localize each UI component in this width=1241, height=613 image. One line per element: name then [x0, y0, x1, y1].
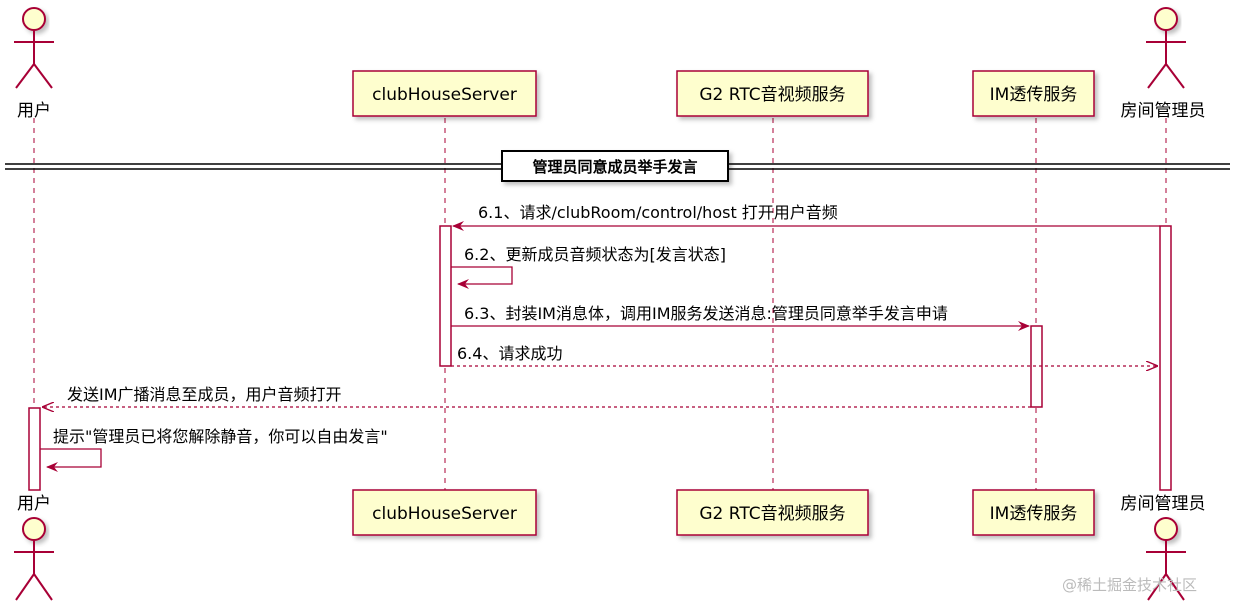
actor-icon [14, 7, 54, 89]
participant-im-top: IM透传服务 [972, 70, 1095, 117]
actor-icon [14, 517, 54, 601]
activation-admin [1159, 225, 1172, 491]
participant-label: clubHouseServer [372, 85, 517, 105]
actor-user-top: 用户 [14, 7, 54, 121]
participant-im-bottom: IM透传服务 [972, 489, 1095, 536]
message-prompt: 提示"管理员已将您解除静音，你可以自由发言" [40, 427, 388, 472]
participant-server-bottom: clubHouseServer [352, 489, 537, 536]
message-label: 6.2、更新成员音频状态为[发言状态] [464, 245, 726, 264]
message-label: 6.4、请求成功 [457, 344, 562, 363]
activation-user [28, 407, 41, 491]
actor-user-bottom: 用户 [14, 494, 54, 601]
watermark: @稀土掘金技术社区 [1062, 576, 1197, 594]
activation-server [439, 225, 452, 367]
participant-label: IM透传服务 [990, 85, 1078, 105]
participant-label: 用户 [17, 101, 51, 121]
message-6-2: 6.2、更新成员音频状态为[发言状态] [451, 245, 726, 289]
actor-icon [1146, 517, 1186, 601]
divider: 管理员同意成员举手发言 [5, 150, 1230, 182]
participant-label: 房间管理员 [1121, 494, 1206, 514]
message-label: 6.1、请求/clubRoom/control/host 打开用户音频 [478, 203, 838, 222]
divider-label: 管理员同意成员举手发言 [532, 158, 697, 176]
participant-label: 用户 [17, 494, 51, 514]
message-label: 发送IM广播消息至成员，用户音频打开 [67, 385, 342, 404]
participant-label: 房间管理员 [1121, 101, 1206, 121]
actor-admin-bottom: 房间管理员 [1121, 494, 1206, 601]
message-label: 提示"管理员已将您解除静音，你可以自由发言" [53, 427, 388, 446]
message-broadcast: 发送IM广播消息至成员，用户音频打开 [43, 385, 1031, 407]
message-6-3: 6.3、封装IM消息体，调用IM服务发送消息:管理员同意举手发言申请 [451, 304, 1030, 331]
participant-label: G2 RTC音视频服务 [699, 85, 845, 105]
participant-label: IM透传服务 [990, 504, 1078, 524]
actor-admin-top: 房间管理员 [1121, 7, 1206, 121]
participant-label: G2 RTC音视频服务 [699, 504, 845, 524]
participant-server-top: clubHouseServer [352, 70, 537, 117]
participant-rtc-top: G2 RTC音视频服务 [676, 70, 869, 117]
message-6-1: 6.1、请求/clubRoom/control/host 打开用户音频 [452, 203, 1160, 231]
participant-rtc-bottom: G2 RTC音视频服务 [676, 489, 869, 536]
actor-icon [1146, 7, 1186, 89]
participant-label: clubHouseServer [372, 504, 517, 524]
message-6-4: 6.4、请求成功 [451, 344, 1157, 366]
message-label: 6.3、封装IM消息体，调用IM服务发送消息:管理员同意举手发言申请 [464, 304, 948, 323]
